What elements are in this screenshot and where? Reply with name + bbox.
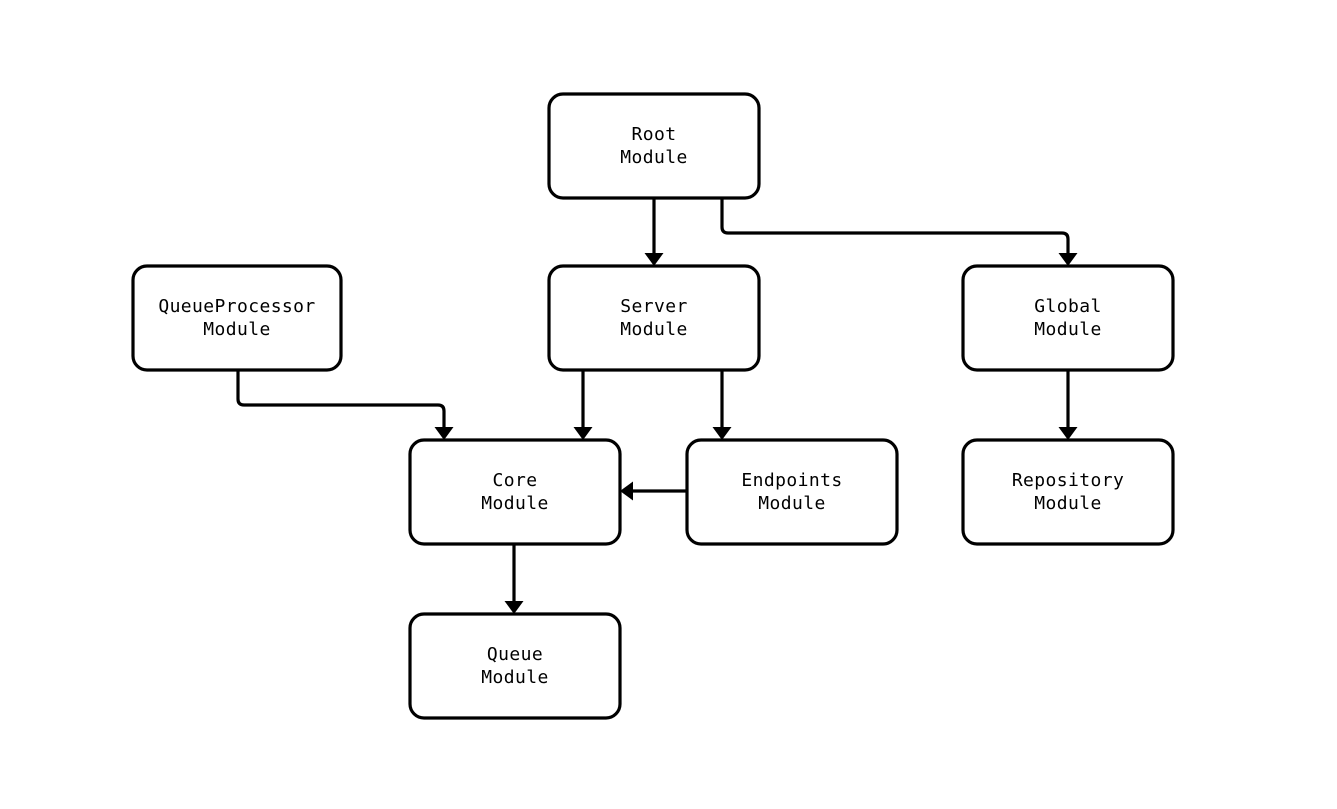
arrow-head-icon [644,253,664,266]
edge-server-to-core [573,370,593,440]
node-label-line1: Queue [487,644,543,665]
node-label-line2: Module [1034,319,1101,340]
node-box[interactable] [408,438,622,546]
edges-layer [236,198,1078,614]
node-label-line1: QueueProcessor [158,296,315,317]
arrow-head-icon [573,427,593,440]
node-box[interactable] [961,264,1175,372]
edge-root-to-server [644,198,664,266]
edge-line [236,370,446,428]
arrow-head-icon [1058,427,1078,440]
edge-root-to-global [720,198,1078,266]
node-label-line1: Server [620,296,687,317]
edge-global-to-repository [1058,370,1078,440]
arrow-head-icon [504,601,524,614]
node-label-line1: Core [493,470,538,491]
arrow-head-icon [434,427,454,440]
node-box[interactable] [685,438,899,546]
node-box[interactable] [131,264,343,372]
edge-core-to-queue [504,544,524,614]
node-label-line1: Root [632,124,677,145]
node-label-line2: Module [481,493,548,514]
node-label-line1: Repository [1012,470,1124,491]
node-label-line2: Module [203,319,270,340]
edge-line [720,198,1070,254]
arrow-head-icon [1058,253,1078,266]
node-box[interactable] [547,92,761,200]
edge-queueprocessor-to-core [236,370,454,440]
node-box[interactable] [961,438,1175,546]
node-label-line2: Module [620,319,687,340]
edge-endpoints-to-core [620,481,687,501]
edge-server-to-endpoints [712,370,732,440]
node-box[interactable] [408,612,622,720]
arrow-head-icon [620,481,633,501]
arrow-head-icon [712,427,732,440]
node-label-line2: Module [1034,493,1101,514]
node-label-line2: Module [481,667,548,688]
nodes-layer: RootModuleQueueProcessorModuleServerModu… [131,92,1175,720]
node-label-line1: Global [1034,296,1101,317]
node-label-line1: Endpoints [741,470,842,491]
node-box[interactable] [547,264,761,372]
node-label-line2: Module [620,147,687,168]
node-label-line2: Module [758,493,825,514]
